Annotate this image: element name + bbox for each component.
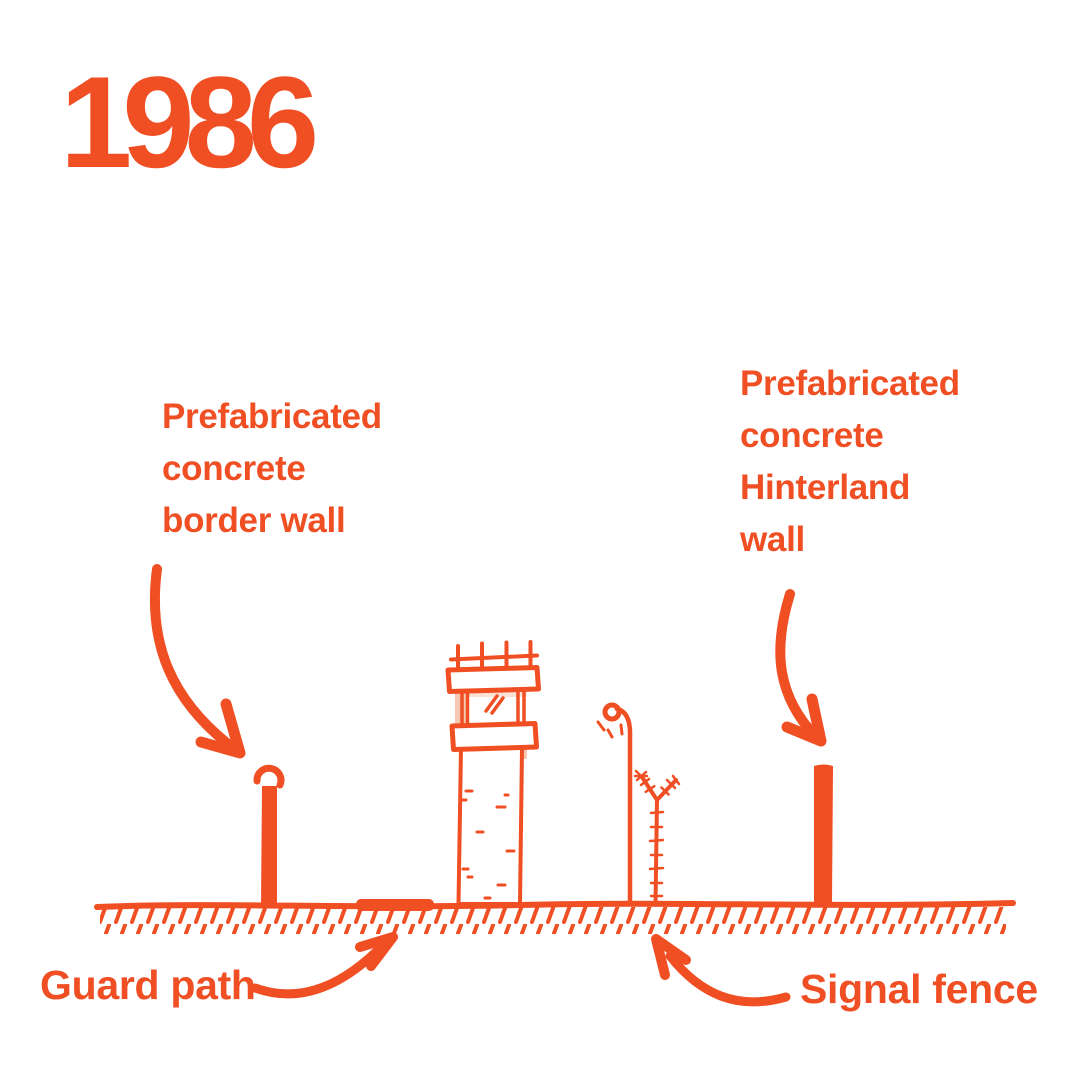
border-wall: [253, 764, 285, 904]
guard-path-arrow: [250, 932, 398, 999]
signal-fence-arrow: [651, 934, 791, 1007]
wall-pipe-top: [253, 764, 285, 789]
tower-cabin: [460, 688, 526, 726]
signal-fence: [633, 769, 681, 906]
fence-arm-barbs: [633, 769, 681, 796]
label-guard-path: Guard path: [40, 962, 256, 1008]
ground-hatching: [100, 907, 1006, 934]
tower-railing: [449, 640, 539, 670]
tower-texture: [460, 789, 516, 900]
page-title: 1986: [60, 49, 319, 195]
guard-path: [356, 899, 434, 911]
label-signal-fence: Signal fence: [800, 966, 1038, 1012]
tower-roof-band: [445, 665, 541, 694]
tower-column: [456, 746, 524, 906]
watchtower: [445, 640, 541, 906]
hinterland-wall-arrow: [775, 589, 827, 747]
label-border-wall: Prefabricated concrete border wall: [162, 397, 382, 540]
ground: [94, 900, 1016, 934]
lamp-post: [596, 702, 633, 907]
tower-lower-band: [449, 721, 539, 752]
lamp-head: [602, 702, 622, 722]
ground-line: [94, 900, 1016, 910]
lamp-rays: [596, 720, 624, 739]
label-hinterland-wall: Prefabricated concrete Hinterland wall: [740, 364, 960, 559]
window-glass: [484, 694, 505, 715]
border-wall-arrow: [149, 564, 246, 759]
fence-barbs: [648, 810, 665, 898]
hinterland-wall: [814, 764, 833, 904]
